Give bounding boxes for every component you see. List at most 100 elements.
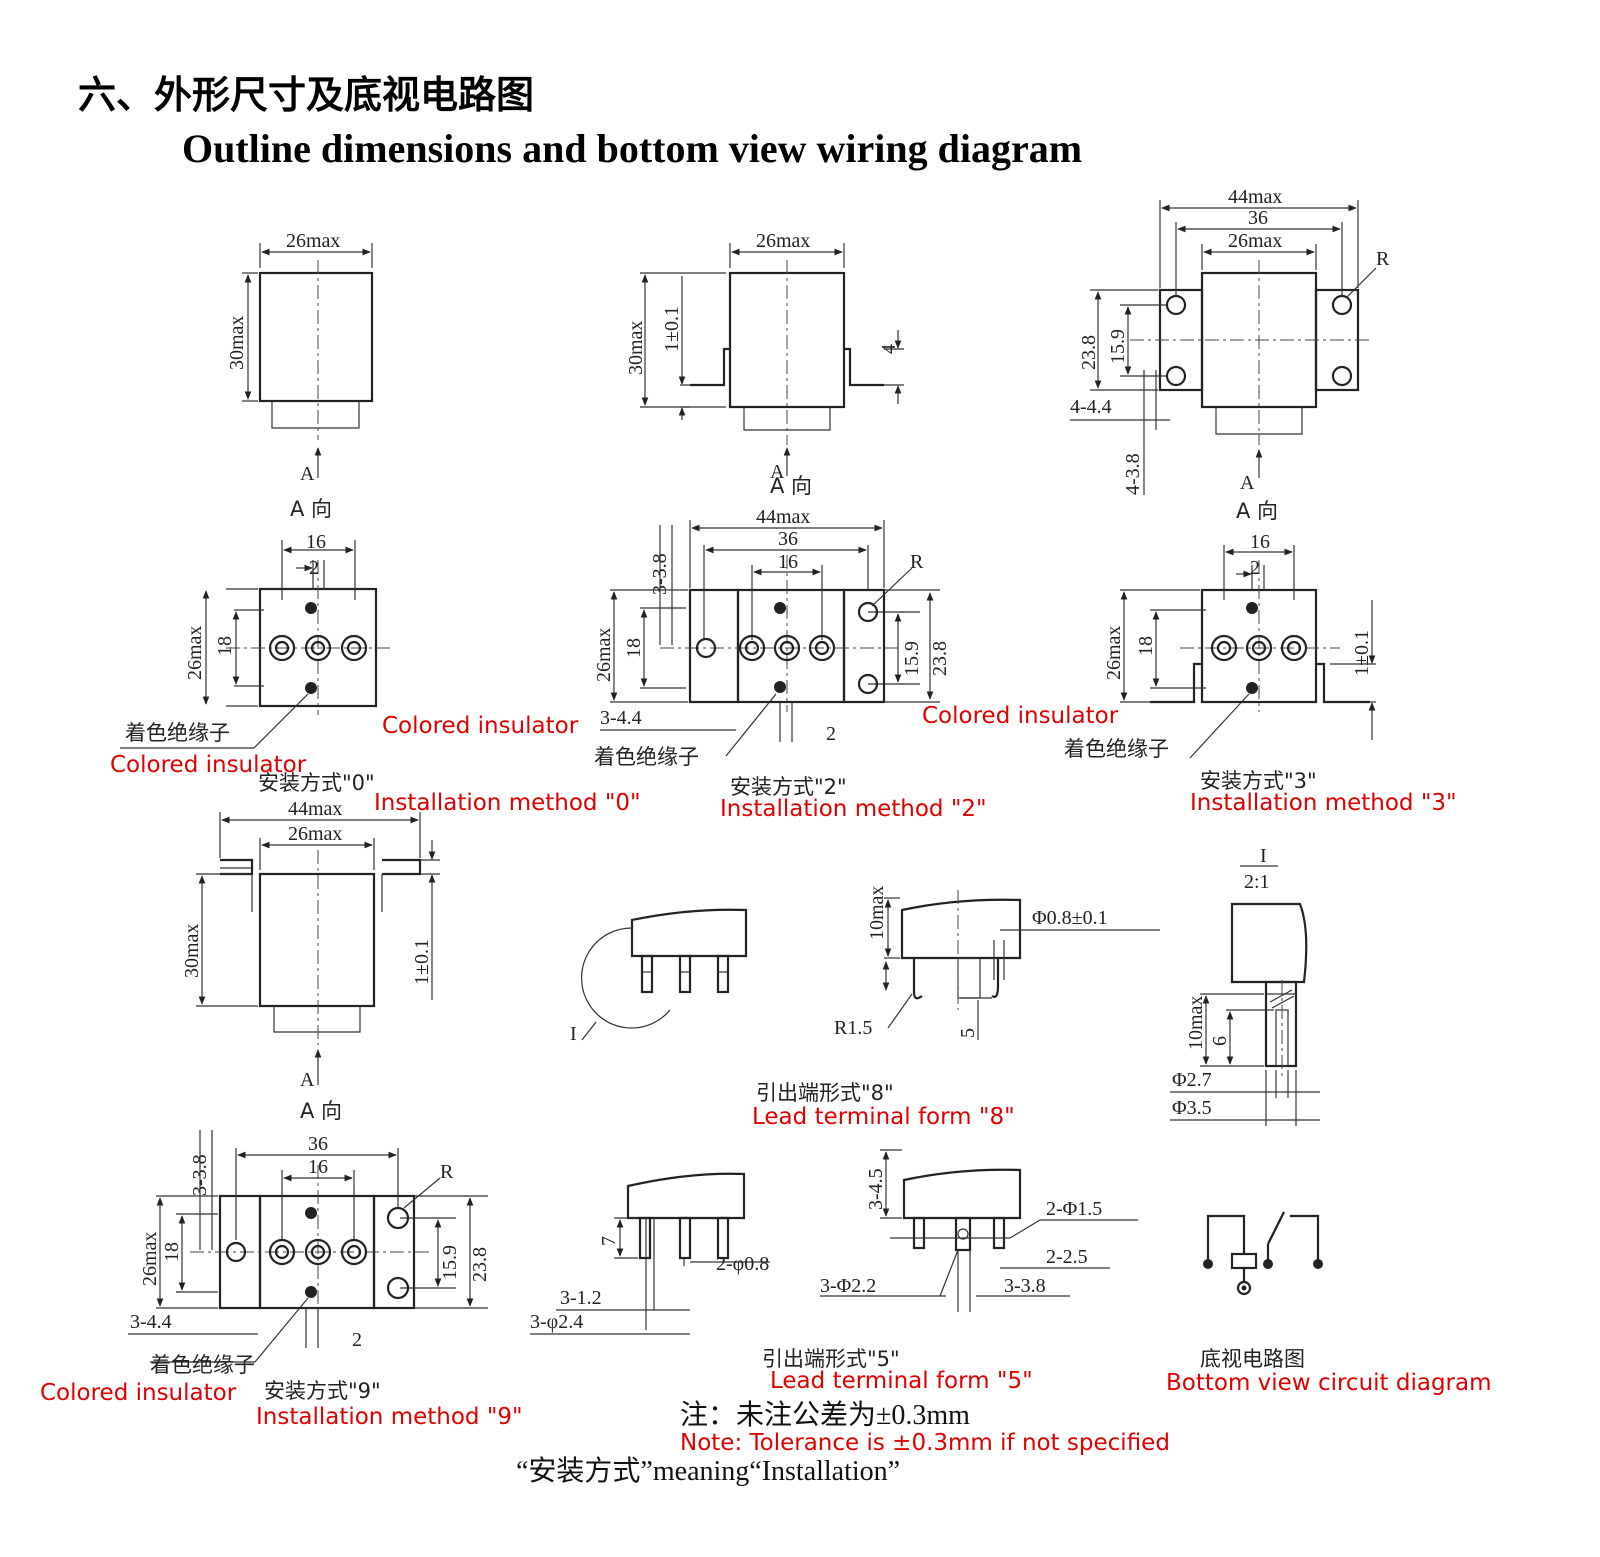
note-meaning: “安装方式”meaning“Installation” (516, 1455, 900, 1487)
title-en: Outline dimensions and bottom view wirin… (182, 126, 1082, 171)
pin-2phi08-label: 2-φ0.8 (716, 1253, 769, 1275)
m3-26max-b-label: 26max (1103, 626, 1125, 680)
detail-phi35-label: Φ3.5 (1172, 1097, 1212, 1119)
m2-flange4-label: 4 (878, 344, 900, 354)
m2-44max-label: 44max (756, 506, 810, 528)
t5-3-3-8-label: 3-3.8 (1004, 1275, 1046, 1297)
m3-radius-label: R (1376, 248, 1390, 270)
m2-26max-label: 26max (593, 628, 615, 682)
m3-23-8-label: 23.8 (1078, 335, 1100, 370)
method-0-bottom-view: 16 2 26max 18 (120, 531, 390, 749)
m3-18-label: 18 (1135, 636, 1157, 656)
m3-tol-label: 1±0.1 (1351, 630, 1373, 676)
m2-colored-en: Colored insulator (382, 713, 579, 739)
m2-tol-label: 1±0.1 (661, 306, 683, 352)
m0-arrow-label: A (300, 463, 315, 485)
m2-36-label: 36 (778, 528, 798, 550)
m3-view-label: A 向 (1236, 499, 1278, 523)
m0-colored-cn: 着色绝缘子 (125, 721, 230, 745)
m2-3-3-8-label: 3-3.8 (649, 553, 671, 595)
m9-colored-cn: 着色绝缘子 (150, 1353, 255, 1377)
method-2-bottom-view: 44max 36 16 26max 18 3-3.8 15.9 23.8 R (593, 506, 951, 757)
m2-15-9-label: 15.9 (901, 641, 923, 676)
m2-height-label: 30max (625, 321, 647, 375)
t8-phi08-label: Φ0.8±0.1 (1032, 907, 1108, 929)
terminal-form-8-pins-view: I (570, 908, 748, 1045)
m2-arrow-label: A (770, 461, 785, 483)
note-tolerance-cn: 注：未注公差为±0.3mm (680, 1399, 970, 1431)
t8-detail-ref: I (570, 1023, 577, 1045)
detail-phi27-label: Φ2.7 (1172, 1069, 1212, 1091)
m9-2-label: 2 (352, 1329, 362, 1351)
m0-pitch16-label: 16 (306, 531, 326, 553)
m9-radius-label: R (440, 1161, 454, 1183)
terminal-form-8-side-view: 10max R1.5 Φ0.8±0.1 5 (834, 886, 1160, 1040)
m3-method-en: Installation method "3" (1190, 790, 1457, 816)
method-9-bottom-view: 36 16 26max 18 3-3.8 15.9 23.8 R (128, 1130, 491, 1363)
m3-method-cn: 安装方式"3" (1200, 769, 1317, 793)
m2-view-label: A 向 (770, 474, 812, 498)
m2-radius-label: R (910, 551, 924, 573)
m9-16-label: 16 (308, 1156, 328, 1178)
detail-i-view: I 2:1 10max 6 Φ2.7 Φ3.5 (1170, 845, 1320, 1126)
m0-span18-label: 18 (214, 636, 236, 656)
pin-detail-view: 7 2-φ0.8 3-1.2 3-φ2.4 (530, 1172, 770, 1335)
detail-i-title: I (1260, 845, 1267, 867)
m0-colored-en: Colored insulator (110, 752, 307, 778)
m9-26max-label: 26max (288, 823, 342, 845)
m3-colored-cn: 着色绝缘子 (1064, 737, 1169, 761)
pin-7-label: 7 (598, 1236, 620, 1246)
m2-width-label: 26max (756, 230, 810, 252)
t8-10max-label: 10max (866, 886, 888, 940)
method-3-side-view: 44max 36 26max R 23.8 15.9 4-4.4 4-3.8 A (1070, 186, 1390, 495)
m2-colored-cn: 着色绝缘子 (594, 745, 699, 769)
m3-16-label: 16 (1250, 531, 1270, 553)
t5-en: Lead terminal form "5" (770, 1368, 1033, 1394)
circuit-en: Bottom view circuit diagram (1166, 1370, 1492, 1396)
m3-arrow-label: A (1240, 472, 1255, 494)
m3-15-9-label: 15.9 (1107, 329, 1129, 364)
m2-2-label: 2 (826, 723, 836, 745)
m2-method-en: Installation method "2" (720, 796, 987, 822)
t8-r15-label: R1.5 (834, 1017, 872, 1039)
detail-6-label: 6 (1209, 1036, 1231, 1046)
method-2-side-view: 26max 30max 1±0.1 4 A (625, 230, 904, 483)
m9-colored-en: Colored insulator (40, 1380, 237, 1406)
m9-30max-label: 30max (181, 924, 203, 978)
m9-18-label: 18 (161, 1242, 183, 1262)
m9-44max-label: 44max (288, 798, 342, 820)
t5-2-2-5-label: 2-2.5 (1046, 1246, 1088, 1268)
t8-en: Lead terminal form "8" (752, 1104, 1015, 1130)
m2-method-cn: 安装方式"2" (730, 775, 847, 799)
t5-3-4-5-label: 3-4.5 (865, 1168, 887, 1210)
m2-16-label: 16 (778, 551, 798, 573)
terminal-form-5-view: 3-4.5 2-Φ1.5 2-2.5 3-Φ2.2 3-3.8 (820, 1149, 1138, 1312)
detail-scale: 2:1 (1244, 871, 1270, 893)
m9-method-en: Installation method "9" (256, 1404, 523, 1430)
t8-5-label: 5 (957, 1028, 979, 1038)
m3-2-label: 2 (1250, 557, 1260, 579)
detail-10max-label: 10max (1185, 996, 1207, 1050)
m0-method-en: Installation method "0" (374, 790, 641, 816)
m9-tol-label: 1±0.1 (411, 939, 433, 985)
bottom-view-circuit-diagram (1203, 1211, 1323, 1296)
t5-3phi22-label: 3-Φ2.2 (820, 1275, 876, 1297)
m3-4-3-8-label: 4-3.8 (1122, 453, 1144, 495)
method-0-side-view: 26max 30max A (226, 230, 374, 485)
pin-3phi24-label: 3-φ2.4 (530, 1311, 583, 1333)
m2-23-8-label: 23.8 (929, 641, 951, 676)
m0-height-label: 30max (226, 316, 248, 370)
m0-depth-label: 26max (184, 626, 206, 680)
m3-44max-label: 44max (1228, 186, 1282, 208)
m0-method-cn: 安装方式"0" (258, 771, 375, 795)
m0-width-label: 26max (286, 230, 340, 252)
t8-cn: 引出端形式"8" (756, 1081, 894, 1105)
m3-colored-en: Colored insulator (922, 703, 1119, 729)
m3-26max-label: 26max (1228, 230, 1282, 252)
m0-offset2-label: 2 (309, 557, 319, 579)
m2-18-label: 18 (623, 638, 645, 658)
note-tolerance-en: Note: Tolerance is ±0.3mm if not specifi… (680, 1430, 1170, 1456)
m9-26max-b-label: 26max (139, 1232, 161, 1286)
t5-2phi15-label: 2-Φ1.5 (1046, 1198, 1102, 1220)
m0-view-label: A 向 (290, 497, 332, 521)
